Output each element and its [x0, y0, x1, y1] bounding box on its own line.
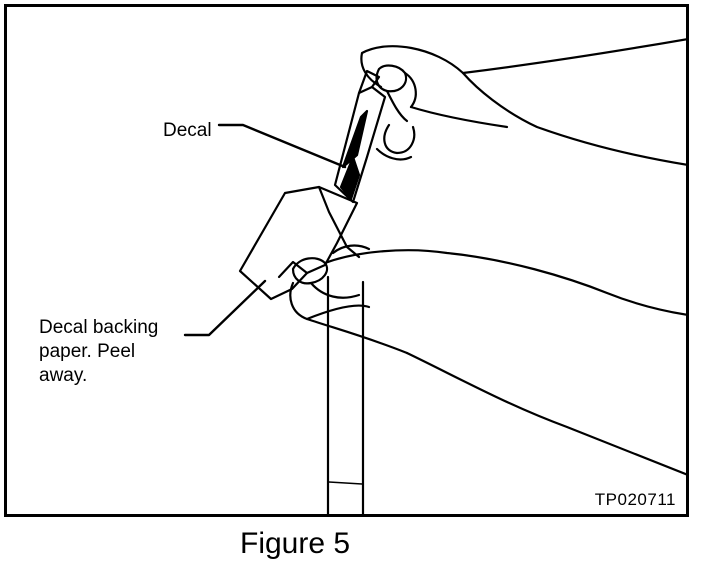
figure-caption: Figure 5 [240, 527, 351, 560]
reference-code: TP020711 [594, 490, 676, 509]
backing-leader-line [183, 279, 267, 337]
backing-paper-label-line-2: paper. Peel [39, 341, 136, 362]
backing-paper-label-line-3: away. [39, 365, 88, 386]
decal-strip [333, 69, 387, 204]
backing-paper-label: Decal backing paper. Peel away. [39, 316, 158, 388]
backing-paper-label-line-1: Decal backing [39, 317, 159, 338]
decal-application-illustration [183, 38, 686, 514]
decal-leader-line [217, 123, 347, 169]
figure-frame: Decal Decal backing paper. Peel away. TP… [4, 4, 689, 517]
post [326, 275, 365, 514]
upper-hand [360, 38, 686, 166]
backing-paper [238, 185, 361, 301]
decal-label: Decal [163, 120, 212, 141]
lower-hand [289, 244, 686, 476]
